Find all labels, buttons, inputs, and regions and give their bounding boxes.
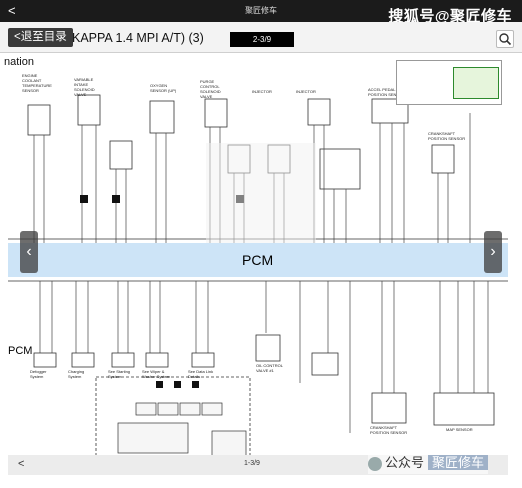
section-title: nation [4,56,34,68]
label-purge-valve: PURGE CONTROL SOLENOID VALVE [200,79,221,99]
minimap-viewport[interactable] [453,67,499,99]
label-crankshaft-bottom: CRANKSHAFT POSITION SENSOR [370,425,408,435]
watermark-top: 搜狐号@聚匠修车 [388,8,512,25]
exit-to-toc-button[interactable]: <退至目录 [8,28,73,47]
component-box [431,144,455,174]
label-oxygen-sensor: OXYGEN SENSOR (UP) [150,83,177,93]
bottom-back-button[interactable]: < [18,458,25,470]
watermark-bottom: 公众号聚匠修车 [368,452,489,474]
schematic-drawing [8,94,508,466]
label-crankshaft-sensor: CRANKSHAFT POSITION SENSOR [428,131,466,141]
component-box [319,148,361,190]
document-toolbar: <退至目录 KAPPA 1.4 MPI A/T) (3) 2-3/9 [0,22,522,53]
component-box [204,98,228,128]
label-variable-intake-valve: VARIABLE INTAKE SOLENOID VALVE [74,77,95,97]
app-title: 聚匠修车 [245,6,277,15]
label-ect-sensor: ENGINE COOLANT TEMPERATURE SENSOR [22,73,52,93]
pcm-band [8,243,508,277]
label-map-sensor: MAP SENSOR [446,427,473,432]
label-defogger: Defogger System [30,369,47,379]
label-wiper: See Wiper & Washer System [142,369,171,379]
label-oil-control-valve: OIL CONTROL VALVE #1 [256,363,283,373]
search-icon [499,33,512,46]
component-box [77,94,101,126]
label-injector-2: INJECTOR [296,89,316,94]
pcm-label: PCM [242,252,274,268]
component-box [27,104,51,136]
label-data-link: See Data Link Details [188,369,214,379]
top-status-bar: < 聚匠修车 搜狐号@聚匠修车 [0,0,522,25]
watermark-brand: 聚匠修车 [428,455,489,470]
wechat-icon [368,456,382,471]
document-title: KAPPA 1.4 MPI A/T) (3) [72,31,204,45]
pcm-side-label: PCM [8,345,33,357]
component-box [307,98,331,126]
next-page-button[interactable]: › [484,231,502,273]
label-injector-1: INJECTOR [252,89,272,94]
label-charging: Charging System [68,369,85,379]
label-accel-pedal-sensor: ACCEL PEDAL POSITION SENSOR [368,87,406,97]
watermark-prefix: 公众号 [385,455,425,470]
component-box [149,100,175,134]
prev-page-button[interactable]: ‹ [20,231,38,273]
bottom-page-note: 1-3/9 [244,460,260,467]
label-starting: See Starting System [108,369,131,379]
back-button[interactable]: < [8,3,16,18]
page-indicator: 2-3/9 [230,32,294,47]
minimap[interactable] [396,60,502,105]
wiring-diagram[interactable]: nation [0,53,522,473]
search-button[interactable] [496,30,514,48]
component-box [109,140,133,170]
